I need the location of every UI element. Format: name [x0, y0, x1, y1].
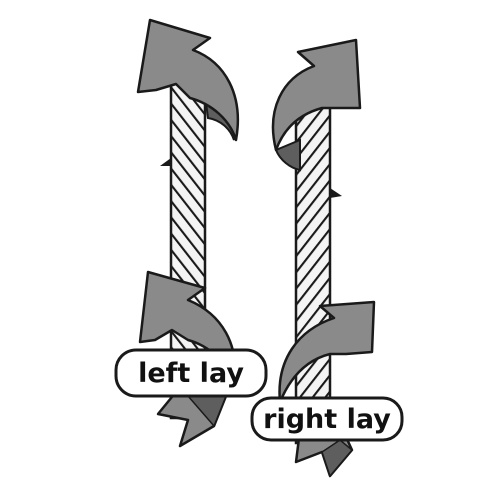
left-lay-label-text: left lay [138, 358, 244, 389]
right-lay-label-text: right lay [263, 404, 391, 435]
right-lay-label: right lay [250, 396, 404, 442]
right-lay-label-bg [250, 396, 404, 442]
left-lay-label-bg [114, 348, 268, 398]
left-lay-label: left lay [114, 348, 268, 398]
right-top-arrow [271, 38, 362, 172]
right-lay-group [271, 38, 376, 478]
right-rope-notch [330, 188, 342, 198]
right-rope [294, 96, 332, 445]
left-top-arrow [136, 18, 240, 142]
left-rope-notch [160, 158, 171, 166]
